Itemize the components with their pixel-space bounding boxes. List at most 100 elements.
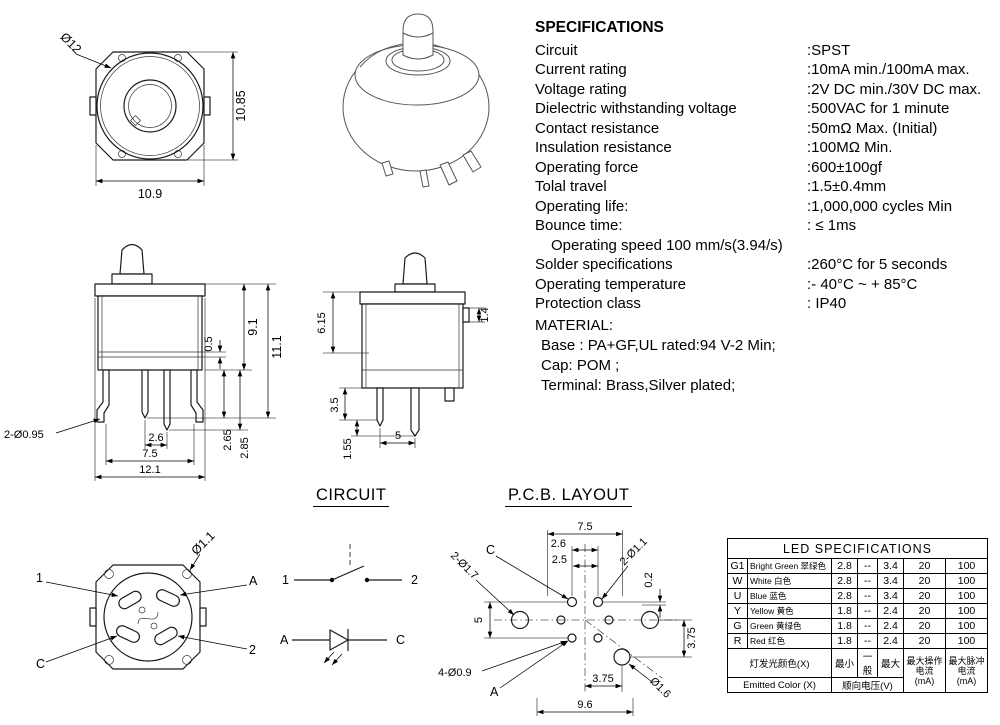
code-cell: G — [727, 618, 748, 634]
terminal-label-1: 1 — [36, 571, 43, 585]
spec-value: :10mA min./100mA max. — [807, 61, 970, 78]
latch-side — [462, 307, 470, 323]
pcb-label-c: C — [486, 543, 495, 557]
top-view-drawing: Ø12 10.85 10.9 — [58, 30, 248, 201]
dim-front-pin-b: 2.85 — [239, 437, 251, 458]
terminal-3d — [462, 150, 482, 173]
flange-circle — [96, 52, 204, 160]
flange-side — [359, 291, 466, 305]
spec-value: :1.5±0.4mm — [807, 178, 887, 195]
vf-typ-cell: -- — [857, 633, 878, 649]
code-cell: R — [727, 633, 748, 649]
imax-cell: 20 — [903, 588, 946, 604]
color-cell: Yellow 黄色 — [747, 603, 832, 619]
front-view-drawing: 2-Ø0.95 11.1 9.1 0.5 2.65 2.85 2.6 7.5 1… — [4, 243, 284, 481]
mount-hole-left — [510, 610, 530, 630]
vf-min-cell: 1.8 — [831, 633, 858, 649]
pin-side-stub — [444, 387, 455, 402]
terminal-label-c: C — [36, 657, 45, 671]
circuit-section: CIRCUIT — [313, 486, 390, 507]
terminal-label-2: 2 — [249, 643, 256, 657]
dim-front-body-height: 9.1 — [246, 318, 260, 335]
imax-cell: 20 — [903, 633, 946, 649]
dim-front-width: 12.1 — [139, 464, 160, 476]
terminal-slot-1 — [118, 590, 142, 610]
imax-cell: 20 — [903, 618, 946, 634]
spec-label: Solder specifications — [535, 256, 673, 273]
led-symbol — [329, 629, 349, 651]
terminal-3d — [419, 169, 430, 188]
spec-label: Operating speed 100 mm/s(3.94/s) — [551, 236, 783, 254]
vf-min-cell: 2.8 — [831, 573, 858, 589]
dim-top-height: 10.85 — [234, 90, 248, 121]
color-cell: Red 红色 — [747, 633, 832, 649]
circuit-pin-2: 2 — [411, 573, 418, 587]
pcb-title: P.C.B. LAYOUT — [505, 486, 633, 507]
side-latch-right — [203, 96, 211, 116]
spec-row: Operating life::1,000,000 cycles Min — [535, 197, 995, 217]
spec-value: :100MΩ Min. — [807, 139, 893, 156]
switch-body-outline — [95, 51, 205, 161]
perspective-view-drawing — [342, 13, 490, 188]
side-view-drawing: 6.15 3.5 1.55 5 1.4 — [316, 252, 491, 460]
button-side — [402, 252, 428, 285]
ipk-cell: 100 — [945, 588, 988, 604]
imax-cell: 20 — [903, 573, 946, 589]
vf-min-cell: 2.8 — [831, 588, 858, 604]
led-hole-c — [566, 596, 578, 608]
imax-header: 最大操作电流(mA) — [903, 648, 946, 693]
spec-label: Insulation resistance — [535, 139, 672, 156]
ipk-header: 最大脉冲电流(mA) — [945, 648, 988, 693]
pin-side-center — [410, 387, 420, 437]
ipk-cell: 100 — [945, 558, 988, 574]
terminal-label-a: A — [249, 574, 258, 588]
ipk-cell: 100 — [945, 618, 988, 634]
imax-cell: 20 — [903, 558, 946, 574]
vf-max-cell: 2.4 — [877, 618, 904, 634]
dim-front-total-height: 11.1 — [270, 335, 284, 358]
code-cell: Y — [727, 603, 748, 619]
spec-value: : IP40 — [807, 295, 847, 312]
spec-label: Dielectric withstanding voltage — [535, 100, 737, 117]
terminal-slot-2 — [154, 626, 178, 646]
spec-row: Solder specifications :260°C for 5 second… — [535, 255, 995, 275]
body-front — [97, 295, 203, 371]
spec-row: Current rating:10mA min./100mA max. — [535, 60, 995, 80]
dim-pcb-hole-16: Ø1.6 — [647, 675, 672, 700]
dim-pcb-5: 5 — [473, 617, 485, 623]
material-line: Terminal: Brass,Silver plated; — [541, 377, 736, 394]
dim-pcb-375h: 3.75 — [592, 673, 613, 685]
specifications-title: SPECIFICATIONS — [535, 19, 664, 36]
side-latch-left — [89, 96, 97, 116]
ipk-cell: 100 — [945, 573, 988, 589]
spec-value: :260°C for 5 seconds — [807, 256, 948, 273]
dim-pcb-holes-17: 2-Ø1.7 — [448, 550, 480, 582]
pin-outer-right — [190, 369, 204, 423]
led-hole-a — [567, 633, 577, 643]
bottom-inner-circle — [103, 572, 193, 662]
dim-pcb-25: 2.5 — [552, 554, 567, 566]
dim-side-pitch: 5 — [395, 430, 401, 442]
dim-pcb-375v: 3.75 — [686, 627, 698, 648]
dim-pcb-96: 9.6 — [577, 699, 592, 711]
table-footer-row: 灯发光颜色(X) 最小 一般 最大 最大操作电流(mA) 最大脉冲电流(mA) — [727, 648, 988, 693]
spec-row: Insulation resistance :100MΩ Min. — [535, 138, 995, 158]
code-cell: W — [727, 573, 748, 589]
pin-inner-a — [141, 369, 149, 419]
spec-value: :SPST — [807, 41, 851, 59]
dim-pcb-26: 2.6 — [551, 538, 566, 550]
circuit-pin-1: 1 — [282, 573, 289, 587]
spec-value: :500VAC for 1 minute — [807, 100, 950, 117]
specifications-block: SPECIFICATIONS Circuit:SPST Current rati… — [535, 18, 995, 314]
vf-min-cell: 1.8 — [831, 603, 858, 619]
vf-typ-header: 一般 — [857, 648, 878, 678]
dim-front-pitch-outer: 7.5 — [142, 448, 157, 460]
corner-hole — [182, 569, 192, 579]
led-table-title: LED SPECIFICATIONS — [727, 538, 988, 559]
vf-max-cell: 3.4 — [877, 573, 904, 589]
spec-row: Bounce time:: ≤ 1ms — [535, 216, 995, 236]
table-title-row: LED SPECIFICATIONS — [727, 538, 988, 559]
dim-bottom-hole: Ø1.1 — [189, 529, 218, 558]
spec-label: Bounce time: — [535, 217, 623, 234]
